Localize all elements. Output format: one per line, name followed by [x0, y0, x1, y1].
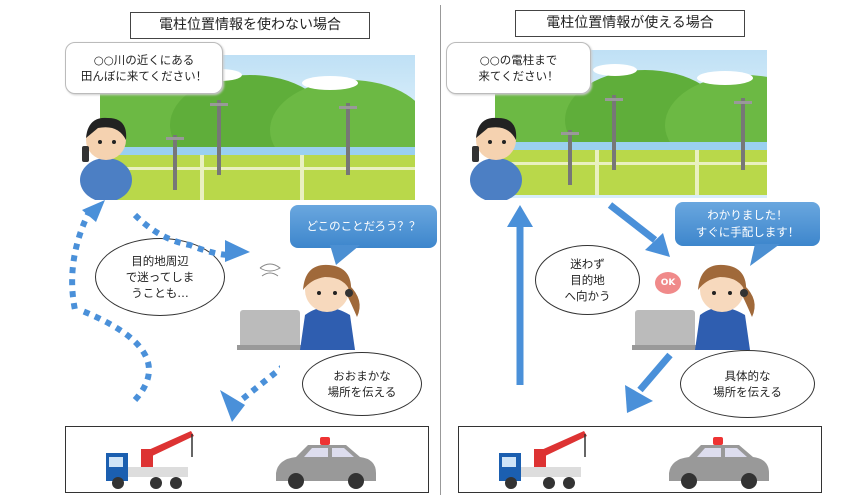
left-caller-speech-bubble: ○○川の近くにある 田んぼに来てください！ [65, 42, 223, 94]
ok-badge: OK [655, 272, 681, 294]
straight-arrows [507, 202, 673, 413]
caller-person [80, 117, 132, 200]
dotted-arrows [69, 200, 280, 422]
bubble-tail [750, 244, 780, 266]
left-vague-speech-bubble: おおまかな 場所を伝える [302, 352, 422, 416]
police-car-icon [276, 437, 376, 489]
left-lost-speech-bubble: 目的地周辺 で迷ってしま うことも… [95, 238, 225, 316]
right-operator-speech-bubble: わかりました！ すぐに手配します！ [675, 202, 820, 246]
left-operator-speech-bubble: どこのことだろう？？ [290, 205, 437, 248]
crane-truck-icon [499, 431, 588, 490]
right-specific-speech-bubble: 具体的な 場所を伝える [680, 350, 815, 418]
caller-person [470, 117, 522, 200]
right-direct-speech-bubble: 迷わず 目的地 へ向かう [535, 245, 640, 315]
bubble-tail [330, 245, 360, 265]
left-vehicle-box [65, 426, 429, 493]
panel-divider [440, 5, 441, 495]
operator-worried [237, 263, 360, 350]
left-panel-title: 電柱位置情報を使わない場合 [130, 12, 370, 39]
crane-truck-icon [106, 431, 195, 490]
right-vehicle-box [458, 426, 822, 493]
police-car-icon [669, 437, 769, 489]
right-caller-speech-bubble: ○○の電柱まで 来てください！ [446, 42, 591, 94]
right-panel-title: 電柱位置情報が使える場合 [515, 10, 745, 37]
